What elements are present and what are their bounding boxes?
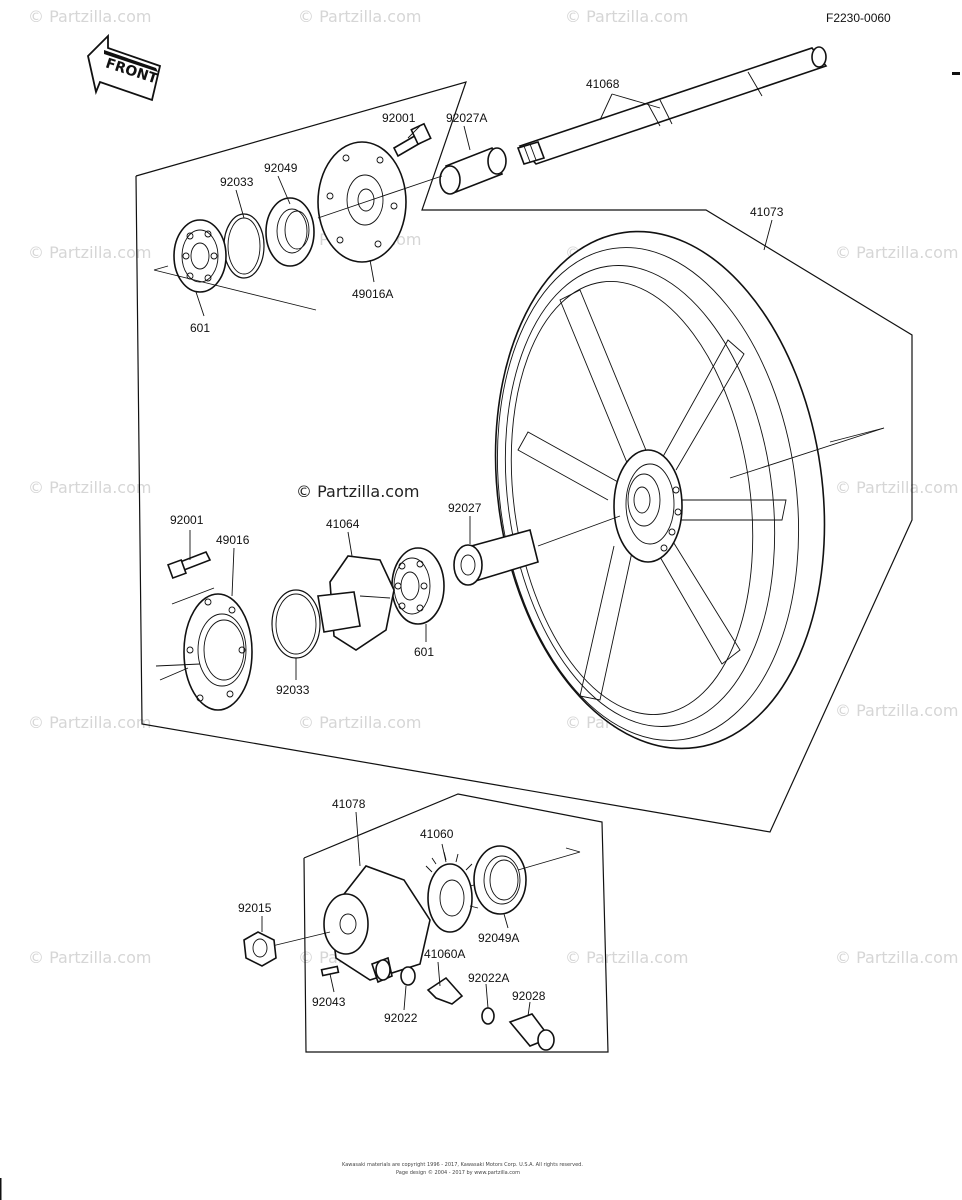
leader-lines [189, 93, 773, 1017]
speedo-outline [303, 793, 609, 1053]
seal-92049 [265, 197, 315, 267]
watermark: © Partzilla.com [28, 948, 151, 967]
part-label-92033-top: 92033 [220, 175, 254, 189]
gear-41060 [425, 851, 479, 933]
part-label-41068: 41068 [586, 77, 620, 91]
watermark: © Partzilla.com [565, 948, 688, 967]
axis-line [317, 175, 443, 219]
part-label-601-top: 601 [190, 321, 210, 335]
copyright-line-2: Page design © 2004 - 2017 by www.partzil… [396, 1169, 520, 1176]
part-label-92022a: 92022A [468, 971, 509, 985]
axis-line [271, 931, 331, 947]
watermark: © Partzilla.com [835, 243, 958, 262]
axis-line [153, 269, 317, 311]
bushing-92028 [508, 1013, 555, 1051]
watermark: © Partzilla.com [565, 7, 688, 26]
circlip-92033-mid [271, 589, 321, 659]
spacer-92027a [439, 146, 507, 195]
axis-line [729, 427, 885, 479]
pinion-41060a [426, 976, 464, 1005]
part-label-49016: 49016 [216, 533, 250, 547]
axis-line [153, 265, 169, 271]
axle-41068 [516, 46, 828, 165]
pin-92043 [320, 965, 340, 977]
axis-line [829, 427, 885, 443]
bearing-601-mid [391, 547, 445, 625]
cover-49016 [183, 593, 253, 711]
nut-92015 [243, 931, 277, 967]
axis-line [155, 663, 201, 667]
watermark: © Partzilla.com [28, 243, 151, 262]
watermark: © Partzilla.com [298, 7, 421, 26]
part-label-92015: 92015 [238, 901, 272, 915]
part-label-92001-top: 92001 [382, 111, 416, 125]
axis-line [159, 667, 189, 681]
watermark: © Partzilla.com [298, 713, 421, 732]
seal-92049a [473, 845, 527, 915]
part-label-41060a: 41060A [424, 947, 465, 961]
bearing-601-top [173, 219, 227, 293]
housing-41078 [323, 865, 431, 981]
part-label-92049: 92049 [264, 161, 298, 175]
edge-mark [952, 72, 960, 75]
axis-line [171, 587, 215, 605]
axis-line [517, 851, 581, 871]
part-label-92043: 92043 [312, 995, 346, 1009]
circlip-92033-top [223, 213, 265, 279]
cover-49016a [317, 141, 407, 263]
axis-line [565, 847, 581, 853]
part-label-41073: 41073 [750, 205, 784, 219]
assembly-outline [135, 81, 913, 833]
front-arrow: FRONT [87, 33, 162, 102]
watermark: © Partzilla.com [28, 7, 151, 26]
spacer-92027 [453, 515, 621, 586]
watermark: © Partzilla.com [835, 478, 958, 497]
part-label-92022: 92022 [384, 1011, 418, 1025]
part-label-92033-mid: 92033 [276, 683, 310, 697]
bolt-92001-top [392, 122, 432, 158]
part-label-92001-mid: 92001 [170, 513, 204, 527]
diagram-code: F2230-0060 [826, 11, 891, 25]
watermark: © Partzilla.com [835, 701, 958, 720]
part-label-92027: 92027 [448, 501, 482, 515]
gear-drive-41064 [317, 555, 395, 651]
copyright-line-1: Kawasaki materials are copyright 1996 - … [342, 1162, 583, 1168]
part-label-92049a: 92049A [478, 931, 519, 945]
wheel-41073 [494, 230, 826, 750]
watermark: © Partzilla.com [835, 948, 958, 967]
part-label-41060: 41060 [420, 827, 454, 841]
watermark: © Partzilla.com [28, 713, 151, 732]
washer-92022a [481, 1007, 495, 1025]
site-label: © Partzilla.com [296, 482, 419, 501]
part-label-41064: 41064 [326, 517, 360, 531]
part-label-92028: 92028 [512, 989, 546, 1003]
part-label-41078: 41078 [332, 797, 366, 811]
watermark: © Partzilla.com [28, 478, 151, 497]
bushing-small [370, 956, 393, 984]
part-label-601-mid: 601 [414, 645, 434, 659]
part-label-49016a: 49016A [352, 287, 393, 301]
washer-92022 [400, 966, 416, 986]
part-label-92027a: 92027A [446, 111, 487, 125]
bolt-92001-mid [167, 550, 212, 579]
